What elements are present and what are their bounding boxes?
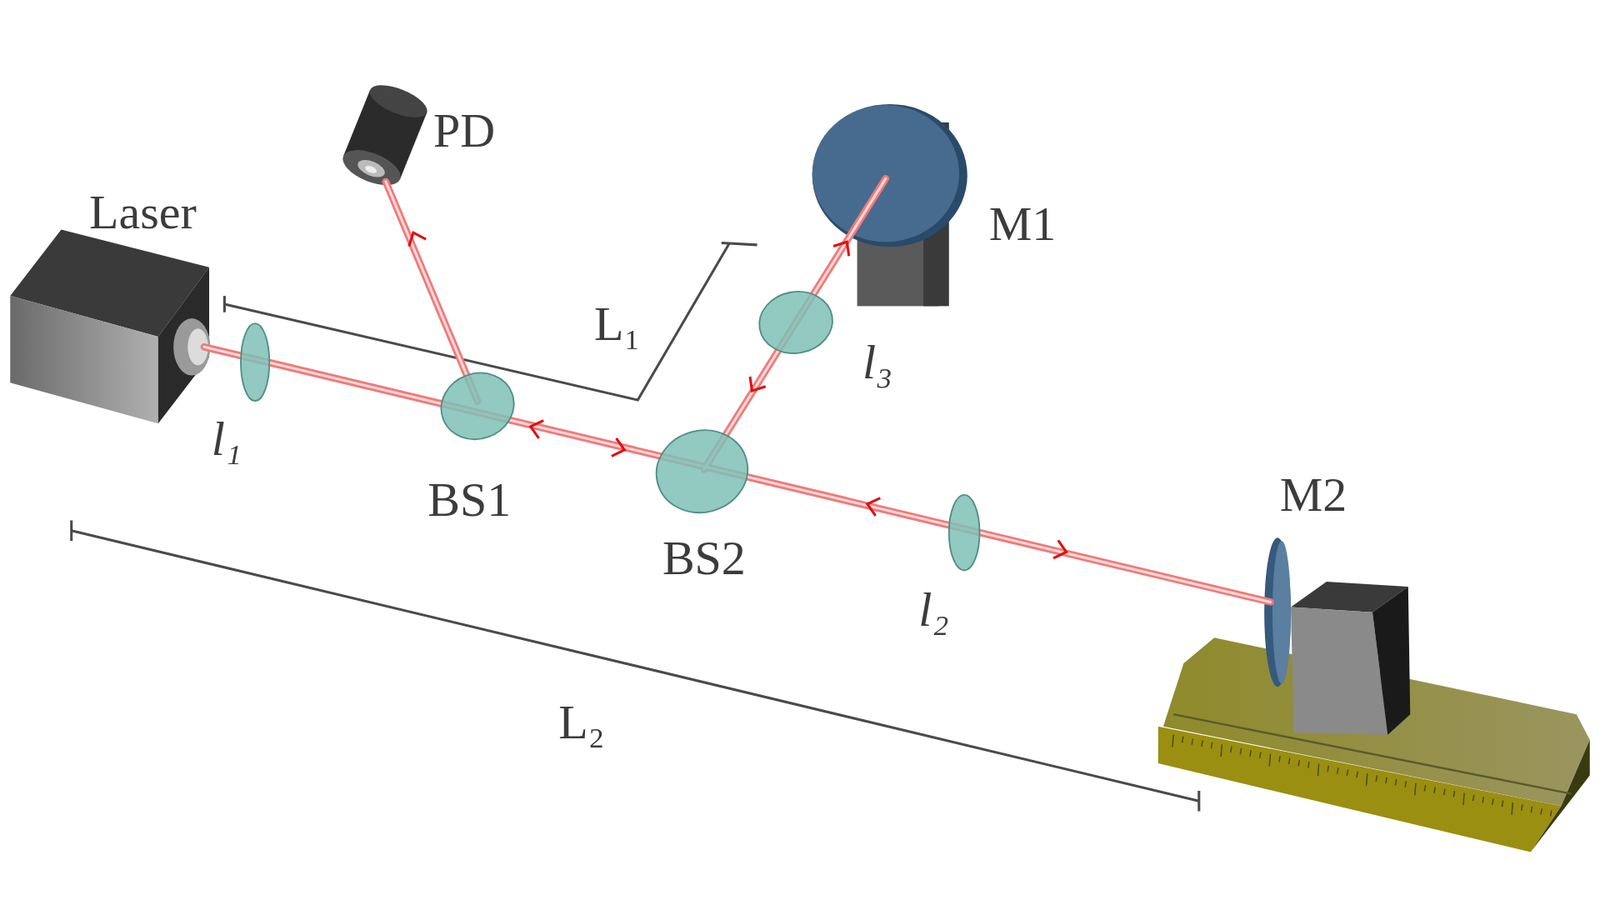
direction-arrow	[1053, 540, 1067, 558]
part-label: l₃	[862, 338, 893, 387]
scale-tick	[1182, 736, 1184, 743]
scale-tick	[1327, 765, 1329, 772]
scale-tick	[1230, 746, 1232, 753]
scale-tick	[1260, 752, 1261, 759]
scale-tick	[1298, 760, 1300, 766]
mirror-m2	[1264, 537, 1410, 735]
part-label: l₁	[211, 415, 242, 464]
scale-tick	[1424, 785, 1425, 791]
scale-tick	[1317, 764, 1319, 777]
direction-arrows	[409, 232, 1067, 559]
scale-tick	[1385, 777, 1387, 784]
scale-tick	[1289, 758, 1290, 765]
scale-tick	[1415, 783, 1416, 796]
scale-tick	[1405, 780, 1406, 787]
scale-tick	[1220, 744, 1222, 757]
part-label: M2	[1280, 470, 1348, 520]
scale-tick	[1521, 804, 1523, 810]
part-label: BS2	[662, 534, 746, 583]
laser-source	[10, 230, 210, 425]
part-label: Laser	[89, 188, 197, 237]
scale-tick	[1444, 789, 1445, 795]
dimension-label: L₁	[594, 300, 641, 349]
scale-tick	[1191, 738, 1193, 745]
scale-tick	[1240, 748, 1241, 755]
scale-tick	[1530, 806, 1532, 813]
dimension-label: L₂	[558, 698, 605, 747]
scale-tick	[1346, 770, 1348, 776]
scale-tick	[1463, 792, 1465, 805]
scale-tick	[1434, 786, 1435, 793]
scale-tick	[1210, 742, 1212, 749]
scale-tick	[1550, 810, 1552, 816]
direction-arrow	[409, 232, 426, 246]
scale-tick	[1482, 796, 1484, 803]
scale-tick	[1395, 779, 1396, 785]
scale-tick	[1366, 773, 1368, 786]
dimension-lines	[71, 242, 1200, 811]
scale-tick	[1356, 771, 1358, 778]
scale-tick	[1375, 775, 1377, 781]
direction-arrow	[530, 420, 545, 439]
scale-tick	[1501, 800, 1503, 807]
scale-tick	[1172, 735, 1174, 748]
scale-tick	[1453, 790, 1455, 797]
direction-arrow	[750, 376, 766, 391]
photodetector	[338, 78, 432, 193]
scale-tick	[1250, 750, 1251, 756]
scale-tick	[1279, 755, 1280, 762]
laser-beams	[204, 178, 1271, 602]
part-label: PD	[433, 106, 495, 155]
direction-arrow	[833, 241, 850, 256]
direction-arrow	[611, 438, 625, 456]
scale-tick	[1473, 795, 1475, 801]
scale-tick	[1492, 798, 1494, 805]
optics	[240, 285, 980, 570]
scale-tick	[1201, 740, 1203, 747]
scale-tick	[1269, 754, 1270, 767]
scale-tick	[1511, 802, 1513, 815]
part-label: l₂	[918, 585, 949, 635]
part-label: BS1	[427, 475, 511, 525]
scale-tick	[1308, 761, 1310, 768]
direction-arrow	[867, 498, 881, 516]
mirror-m1	[812, 104, 968, 306]
scale-tick	[1540, 808, 1542, 815]
scale-tick	[1337, 767, 1339, 774]
part-label: M1	[989, 200, 1057, 249]
